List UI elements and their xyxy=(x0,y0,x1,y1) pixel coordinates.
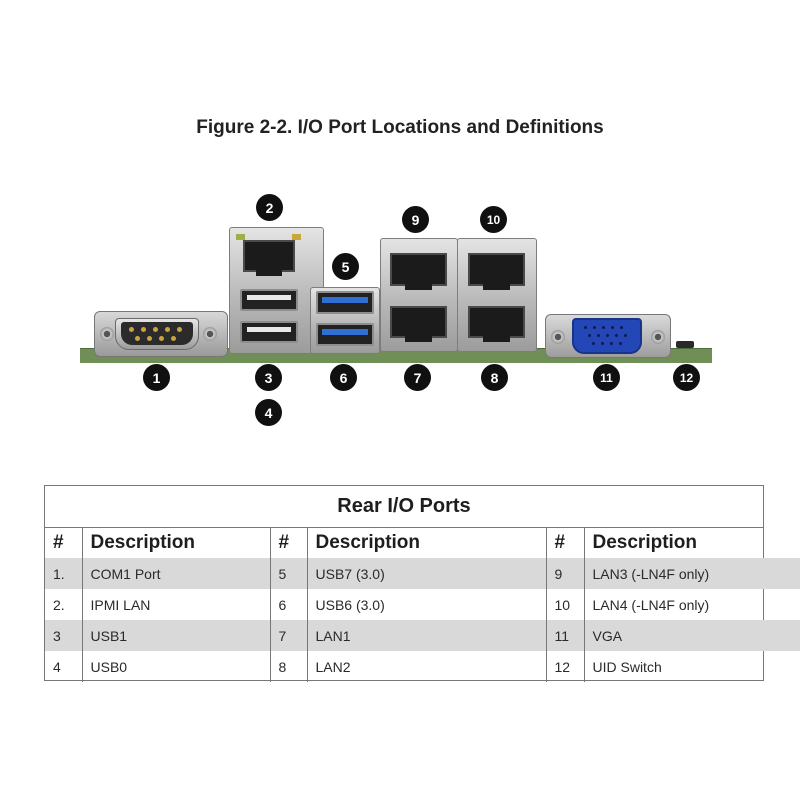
table-cell: 9 xyxy=(546,558,585,589)
table-cell: 5 xyxy=(270,558,308,589)
callout-8: 8 xyxy=(481,364,508,391)
table-cell: 1. xyxy=(45,558,83,589)
uid-switch-image xyxy=(676,341,694,348)
table-cell: UID Switch xyxy=(592,658,662,675)
callout-5: 5 xyxy=(332,253,359,280)
table-cell: LAN3 (-LN4F only) xyxy=(584,558,800,589)
callout-9: 9 xyxy=(402,206,429,233)
table-cell: 2. xyxy=(45,589,83,620)
table-row: 2. IPMI LAN 6 USB6 (3.0) 10 LAN4 (-LN4F … xyxy=(45,589,800,620)
table-cell: 10 xyxy=(546,589,585,620)
callout-1: 1 xyxy=(143,364,170,391)
table-cell: 3 xyxy=(45,620,83,651)
table-header-row: # Description # Description # Descriptio… xyxy=(45,528,800,558)
callout-6: 6 xyxy=(330,364,357,391)
table-title: Rear I/O Ports xyxy=(45,486,763,528)
table-row: 1. COM1 Port 5 USB7 (3.0) 9 LAN3 (-LN4F … xyxy=(45,558,800,589)
table-cell: USB0 xyxy=(82,651,271,682)
table-cell: LAN4 (-LN4F only) xyxy=(592,596,710,613)
table-cell: USB1 xyxy=(82,620,271,651)
header-description-3: Description xyxy=(592,532,698,553)
table-cell: 7 xyxy=(270,620,308,651)
table-cell: VGA xyxy=(584,620,800,651)
header-num-1: # xyxy=(45,528,83,558)
table-cell: USB6 (3.0) xyxy=(307,589,547,620)
table-cell: 4 xyxy=(45,651,83,682)
figure-title: Figure 2-2. I/O Port Locations and Defin… xyxy=(196,117,604,138)
callout-2: 2 xyxy=(256,194,283,221)
table-row: 4 USB0 8 LAN2 12 UID Switch xyxy=(45,651,800,682)
callout-12: 12 xyxy=(673,364,700,391)
header-description-2: Description xyxy=(307,528,547,558)
table-cell: USB7 (3.0) xyxy=(307,558,547,589)
table-cell: 12 xyxy=(546,651,585,682)
callout-11: 11 xyxy=(593,364,620,391)
callout-10: 10 xyxy=(480,206,507,233)
header-description-1: Description xyxy=(82,528,271,558)
table-cell: 11 xyxy=(546,620,585,651)
table-cell: 6 xyxy=(270,589,308,620)
table-cell: 8 xyxy=(270,651,308,682)
rear-io-ports-table: Rear I/O Ports # Description # Descripti… xyxy=(44,485,800,682)
header-num-2: # xyxy=(270,528,308,558)
callout-4: 4 xyxy=(255,399,282,426)
callout-7: 7 xyxy=(404,364,431,391)
header-num-3: # xyxy=(546,528,585,558)
table-row: 3 USB1 7 LAN1 11 VGA xyxy=(45,620,800,651)
table-cell: COM1 Port xyxy=(82,558,271,589)
callout-3: 3 xyxy=(255,364,282,391)
table-cell: LAN2 xyxy=(307,651,547,682)
table-cell: LAN1 xyxy=(307,620,547,651)
table-cell: IPMI LAN xyxy=(82,589,271,620)
ports-grid: # Description # Description # Descriptio… xyxy=(45,528,800,682)
